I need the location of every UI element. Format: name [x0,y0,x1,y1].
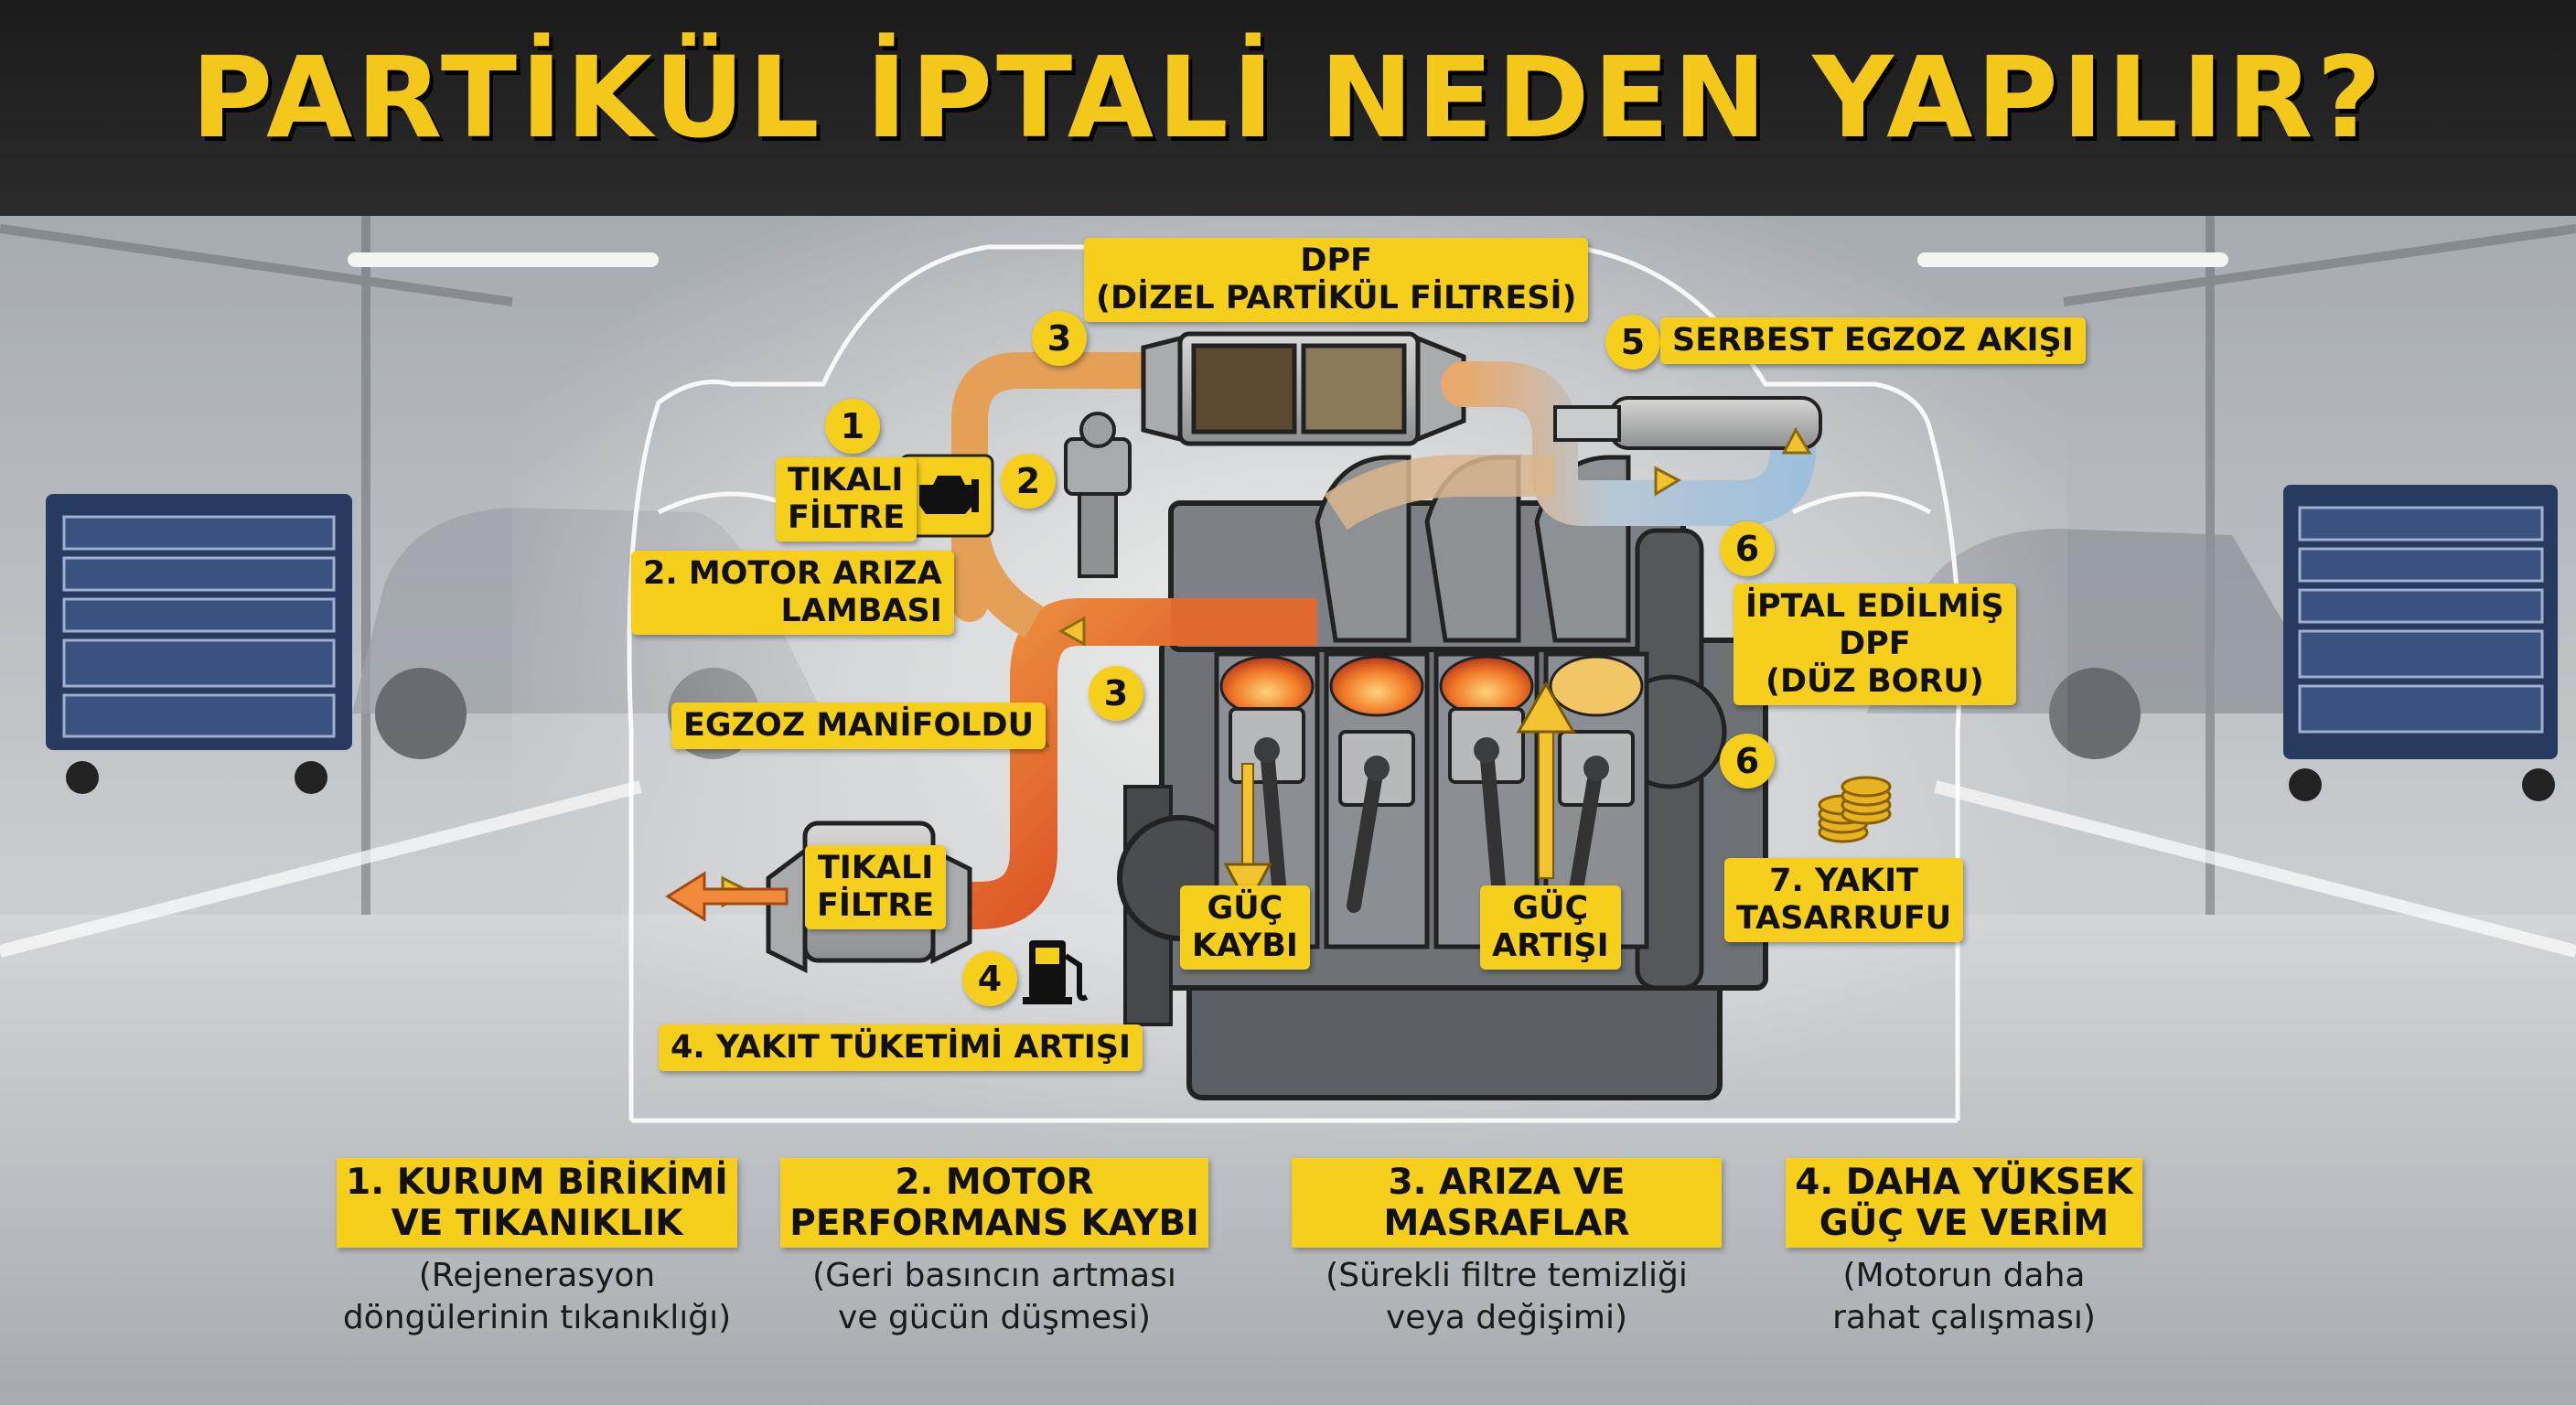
engine-lamp-line1: 2. MOTOR ARIZA [643,555,942,592]
reason-2: 2. MOTOR PERFORMANS KAYBI (Geri basıncın… [779,1158,1209,1339]
page-title: PARTİKÜL İPTALİ NEDEN YAPILIR? [190,33,2386,163]
reason-1-detail-line2: döngülerinin tıkanıklığı) [342,1299,732,1336]
coin-stack-icon [1818,776,1892,843]
step-number-2: 2 [1001,454,1056,509]
reason-1: 1. KURUM BİRİKİMİ VE TIKANIKLIK (Rejener… [322,1158,752,1339]
exhaust-manifold-label: EGZOZ MANİFOLDU [671,702,1046,749]
step-number-6-top: 6 [1720,521,1775,576]
dpf-label-line2: (DİZEL PARTİKÜL FİLTRESİ) [1096,280,1577,316]
reason-1-heading-line1: 1. KURUM BİRİKİMİ [346,1162,728,1203]
dpf-label: DPF (DİZEL PARTİKÜL FİLTRESİ) [1084,238,1589,322]
reason-2-detail-line2: ve gücün düşmesi) [838,1299,1151,1336]
egr-valve [1064,412,1132,578]
fuel-increase-label: 4. YAKIT TÜKETİMİ ARTIŞI [659,1024,1143,1071]
reason-3-detail: (Sürekli filtre temizliği veya değişimi) [1292,1255,1722,1339]
clogged-filter-bottom-line1: TIKALI [817,850,934,886]
reason-3-detail-line2: veya değişimi) [1386,1299,1627,1336]
step-number-6-bottom: 6 [1720,734,1775,788]
reason-4-detail: (Motorun daha rahat çalışması) [1749,1255,2179,1339]
reason-4-heading-line1: 4. DAHA YÜKSEK [1795,1162,2133,1203]
clogged-filter-top-line1: TIKALI [788,462,904,499]
title-banner [0,0,2576,216]
fuel-saving-label: 7. YAKIT TASARRUFU [1724,858,1964,942]
power-gain-arrow [1516,681,1576,879]
reason-2-heading-line1: 2. MOTOR [895,1162,1094,1203]
reason-4-heading-line2: GÜÇ VE VERİM [1819,1203,2109,1244]
clogged-filter-bottom-line2: FİLTRE [817,887,935,924]
free-flow-pipe [1324,361,1816,531]
tool-cabinet-icon [2283,485,2558,801]
reason-2-detail: (Geri basıncın artması ve gücün düşmesi) [779,1255,1209,1339]
reason-2-heading-line2: PERFORMANS KAYBI [789,1203,1199,1244]
fuel-pump-icon [1023,940,1089,1004]
power-gain-label: GÜÇ ARTIŞI [1480,885,1621,970]
free-exhaust-label: SERBEST EGZOZ AKIŞI [1660,317,2086,364]
reason-1-detail: (Rejenerasyon döngülerinin tıkanıklığı) [322,1255,752,1339]
tool-cabinet-icon [46,494,352,794]
reason-3-detail-line1: (Sürekli filtre temizliği [1326,1257,1688,1294]
engine-lamp-line2: LAMBASI [780,593,942,629]
step-number-1: 1 [825,399,880,454]
engine-block-icon [1117,455,1768,1100]
reason-4-detail-line1: (Motorun daha [1842,1257,2086,1294]
dpf-filter-icon [1141,331,1466,446]
outflow-arrow [665,871,789,922]
reason-3: 3. ARIZA VE MASRAFLAR (Sürekli filtre te… [1292,1158,1722,1339]
removed-dpf-label: İPTAL EDİLMİŞ DPF (DÜZ BORU) [1733,584,2016,705]
check-engine-icon [899,454,994,538]
reason-4: 4. DAHA YÜKSEK GÜÇ VE VERİM (Motorun dah… [1749,1158,2179,1339]
power-gain-line2: ARTIŞI [1492,928,1609,964]
reason-1-detail-line1: (Rejenerasyon [418,1257,656,1294]
power-loss-arrow [1223,763,1272,909]
step-number-4: 4 [962,951,1017,1006]
clogged-filter-bottom-label: TIKALI FİLTRE [805,845,947,929]
clogged-filter-top-line2: FİLTRE [788,499,906,536]
removed-dpf-line3: (DÜZ BORU) [1765,663,1984,700]
tailpipe-icon [1553,396,1822,450]
reason-3-heading: 3. ARIZA VE MASRAFLAR [1292,1158,1722,1248]
clogged-filter-top-label: TIKALI FİLTRE [776,457,918,542]
engine-lamp-label: 2. MOTOR ARIZA LAMBASI [631,551,954,635]
step-number-3-dpf: 3 [1032,311,1087,366]
removed-dpf-line2: DPF [1839,626,1911,662]
removed-dpf-line1: İPTAL EDİLMİŞ [1745,588,2004,625]
fuel-saving-line2: TASARRUFU [1736,900,1952,937]
reason-1-heading-line2: VE TIKANIKLIK [391,1203,683,1244]
reason-2-detail-line1: (Geri basıncın artması [812,1257,1176,1294]
reason-2-heading: 2. MOTOR PERFORMANS KAYBI [780,1158,1208,1248]
step-number-5: 5 [1605,315,1660,370]
reason-4-detail-line2: rahat çalışması) [1832,1299,2096,1336]
step-number-3-manifold: 3 [1089,666,1143,721]
power-loss-line1: GÜÇ [1207,890,1283,927]
reason-4-heading: 4. DAHA YÜKSEK GÜÇ VE VERİM [1786,1158,2142,1248]
dpf-label-line1: DPF [1300,242,1373,279]
reason-3-heading-line1: 3. ARIZA VE MASRAFLAR [1383,1162,1630,1244]
power-loss-line2: KAYBI [1192,928,1298,964]
power-gain-line1: GÜÇ [1512,890,1589,927]
reason-1-heading: 1. KURUM BİRİKİMİ VE TIKANIKLIK [337,1158,737,1248]
fuel-saving-line1: 7. YAKIT [1769,863,1919,899]
power-loss-label: GÜÇ KAYBI [1180,885,1310,970]
